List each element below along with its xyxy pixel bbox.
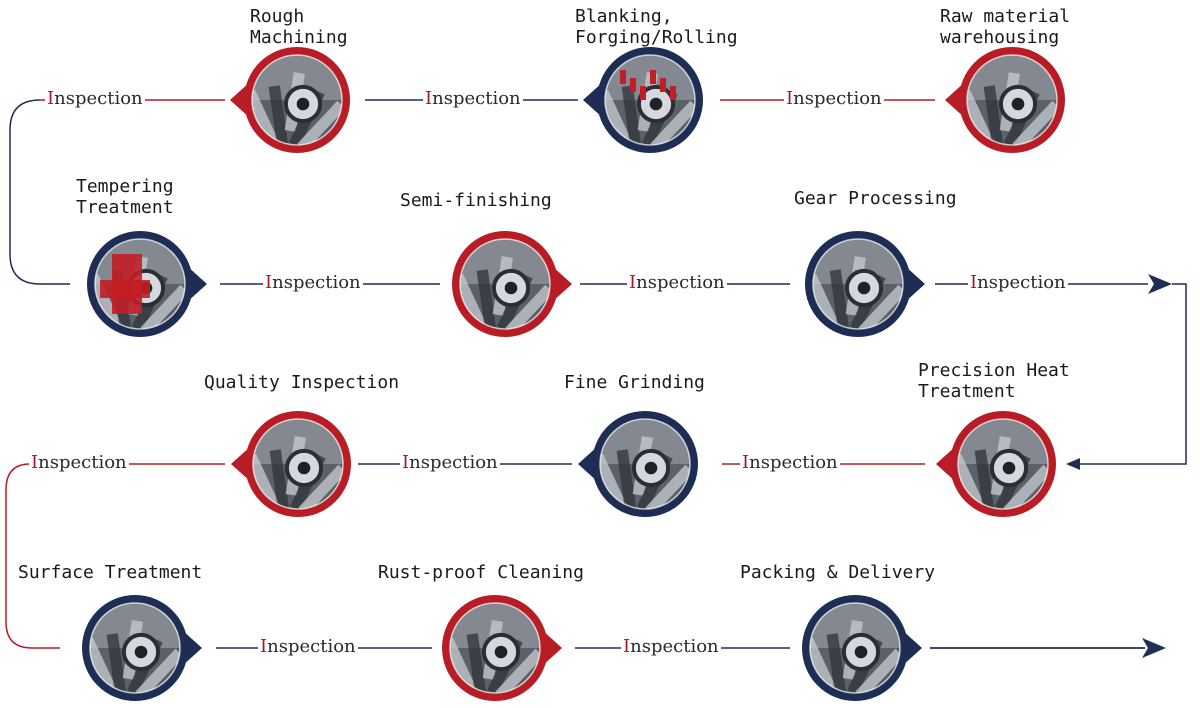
step-title-line: Rust-proof Cleaning <box>378 562 584 583</box>
inspection-label-initial: I <box>970 272 978 293</box>
gear-surface-photo <box>90 603 180 693</box>
step-rough <box>230 47 350 153</box>
step-semi <box>452 231 572 337</box>
step-title-line: Semi-finishing <box>400 190 552 211</box>
step-title-pack: Packing & Delivery <box>740 562 935 583</box>
step-title-rust: Rust-proof Cleaning <box>378 562 584 583</box>
inspection-label: Inspection <box>627 273 727 293</box>
step-title-surface: Surface Treatment <box>18 562 202 583</box>
step-title-line: warehousing <box>940 27 1060 48</box>
step-title-line: Machining <box>250 27 348 48</box>
step-title-line: Fine Grinding <box>564 372 705 393</box>
inspection-label: Inspection <box>45 89 145 109</box>
step-title-line: Treatment <box>918 381 1016 402</box>
row-return-line-3 <box>5 463 60 649</box>
step-rust <box>442 595 562 701</box>
step-title-line: Raw material <box>940 6 1071 27</box>
inspection-label-rest: nspection <box>977 272 1066 293</box>
arrowhead-icon <box>1142 638 1166 658</box>
step-surface <box>82 595 202 701</box>
step-title-line: Treatment <box>76 197 174 218</box>
lathe-photo <box>252 55 342 145</box>
inspection-label-initial: I <box>742 452 750 473</box>
inspection-label: Inspection <box>263 273 363 293</box>
step-title-line: Quality Inspection <box>204 372 400 393</box>
process-steps <box>82 47 1065 701</box>
furnace-photo <box>95 239 185 329</box>
step-title-line: Rough <box>250 6 305 27</box>
step-heat <box>936 411 1056 517</box>
row-return-line-2 <box>1078 283 1187 465</box>
inspection-label-rest: nspection <box>793 88 882 109</box>
row-return-line-1 <box>9 99 70 285</box>
inspection-label-rest: nspection <box>432 88 521 109</box>
inspection-label-initial: I <box>629 272 637 293</box>
inspection-label-rest: nspection <box>630 636 719 657</box>
inspection-label-initial: I <box>786 88 794 109</box>
inspection-label-rest: nspection <box>267 636 356 657</box>
step-title-line: Precision Heat <box>918 360 1070 381</box>
inspection-label-initial: I <box>31 452 39 473</box>
steel-bars-photo <box>967 55 1057 145</box>
inspection-label-rest: nspection <box>749 452 838 473</box>
step-title-blank: Blanking,Forging/Rolling <box>575 6 738 48</box>
step-title-line: Tempering <box>76 176 174 197</box>
step-quality <box>231 411 351 517</box>
step-title-line: Forging/Rolling <box>575 27 738 48</box>
step-blank <box>583 47 703 153</box>
inspection-label-initial: I <box>623 636 631 657</box>
inspection-label-rest: nspection <box>54 88 143 109</box>
step-raw <box>945 47 1065 153</box>
step-title-line: Surface Treatment <box>18 562 203 583</box>
step-grind <box>578 411 698 517</box>
inspection-label: Inspection <box>258 637 358 657</box>
step-title-line: Blanking, <box>575 6 673 27</box>
forged-blanks-photo <box>605 55 695 145</box>
inspection-label: Inspection <box>784 89 884 109</box>
cnc-machine-photo <box>460 239 550 329</box>
step-title-grind: Fine Grinding <box>564 372 705 393</box>
inspection-label-initial: I <box>425 88 433 109</box>
inspection-label-initial: I <box>402 452 410 473</box>
grinder-photo <box>600 419 690 509</box>
inspection-label-initial: I <box>260 636 268 657</box>
step-pack <box>802 595 922 701</box>
inspection-label-rest: nspection <box>38 452 127 473</box>
inspection-label: Inspection <box>968 273 1068 293</box>
inspection-label-initial: I <box>47 88 55 109</box>
step-gear <box>805 231 925 337</box>
step-title-gear: Gear Processing <box>794 188 957 209</box>
step-title-line: Packing & Delivery <box>740 562 936 583</box>
step-title-line: Gear Processing <box>794 188 957 209</box>
inspection-label-rest: nspection <box>409 452 498 473</box>
arrowhead-icon <box>1148 274 1172 294</box>
inspection-label: Inspection <box>29 453 129 473</box>
inspection-label: Inspection <box>423 89 523 109</box>
gear-cutter-photo <box>813 239 903 329</box>
inspection-label-rest: nspection <box>272 272 361 293</box>
step-title-semi: Semi-finishing <box>400 190 552 211</box>
inspection-label: Inspection <box>740 453 840 473</box>
inspection-label: Inspection <box>400 453 500 473</box>
step-temper <box>87 231 207 337</box>
inspection-label: Inspection <box>621 637 721 657</box>
inspection-label-initial: I <box>265 272 273 293</box>
arrowhead-icon <box>1066 458 1080 470</box>
step-title-quality: Quality Inspection <box>204 372 399 393</box>
inspection-label-rest: nspection <box>636 272 725 293</box>
